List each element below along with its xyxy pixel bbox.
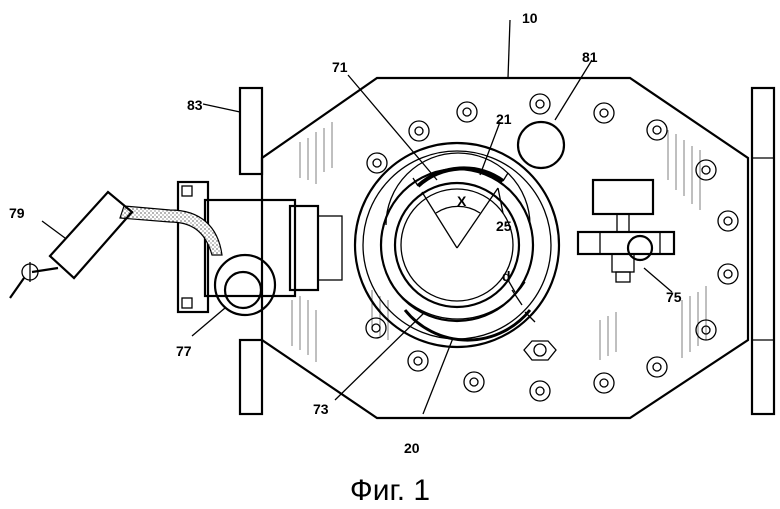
label-81: 81 [582, 49, 598, 65]
valve-75 [578, 180, 674, 282]
figure-caption: Фиг. 1 [350, 474, 430, 507]
right-flange [752, 88, 774, 414]
ring-assembly [355, 143, 559, 347]
label-79: 79 [9, 205, 25, 221]
hose [120, 206, 222, 255]
label-10: 10 [522, 10, 538, 26]
label-x: X [457, 193, 467, 209]
element-81 [518, 122, 564, 168]
label-21: 21 [496, 111, 512, 127]
label-83: 83 [187, 97, 203, 113]
label-d: d [502, 268, 511, 284]
mechanism-77 [120, 182, 342, 315]
label-75: 75 [666, 289, 682, 305]
label-73: 73 [313, 401, 329, 417]
left-flange-lower [240, 340, 262, 414]
label-77: 77 [176, 343, 192, 359]
element-79 [10, 192, 132, 298]
label-71: 71 [332, 59, 348, 75]
label-20: 20 [404, 440, 420, 456]
label-25: 25 [496, 218, 512, 234]
left-flange-upper [240, 88, 262, 174]
